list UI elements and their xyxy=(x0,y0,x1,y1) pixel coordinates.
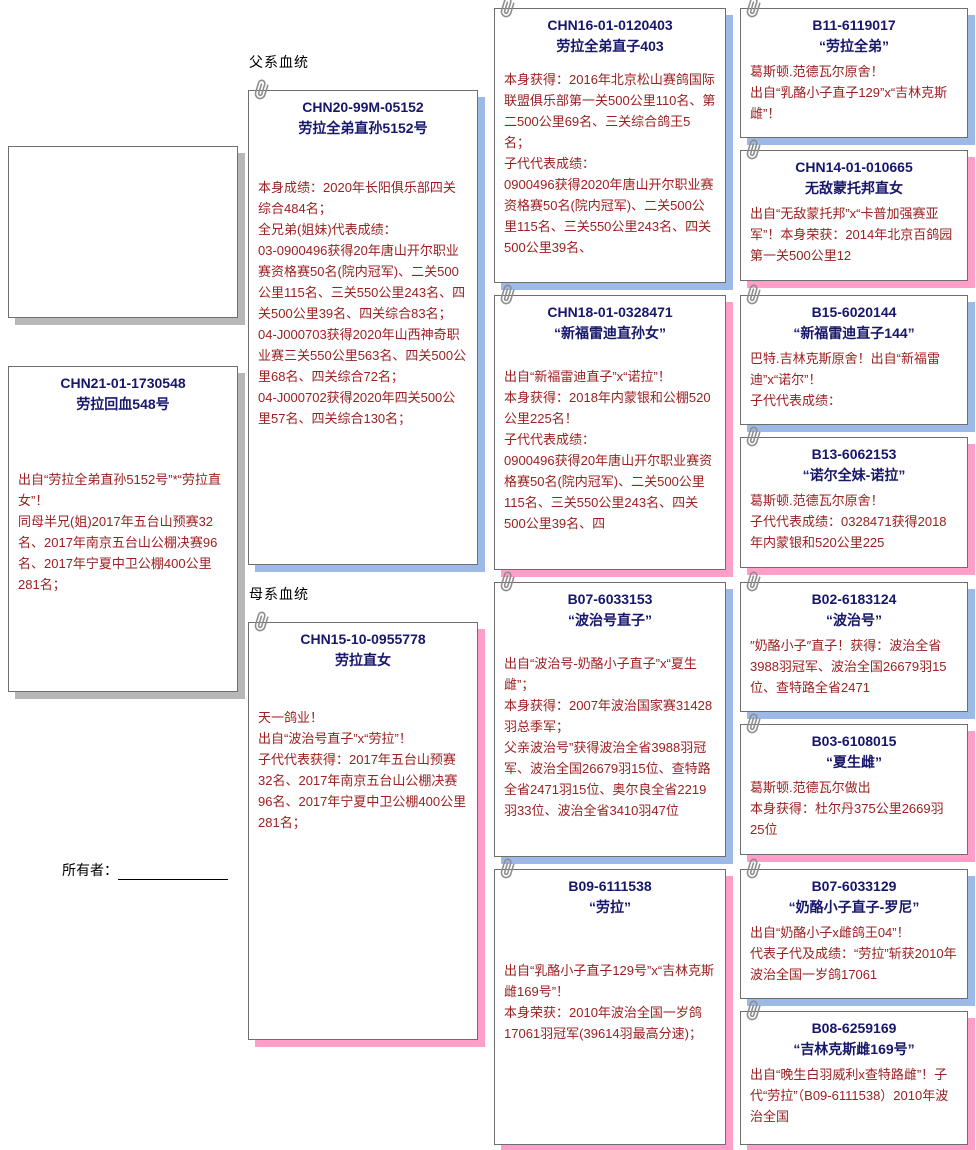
pigeon-name: “波治号直子” xyxy=(568,612,652,628)
sire-box: CHN20-99M-05152 劳拉全弟直孙5152号 本身成绩：2020年长阳… xyxy=(248,79,478,565)
pigeon-details: 出自“晚生白羽威利x查特路雌”！子代“劳拉”（B09-6111538）2010年… xyxy=(750,1067,949,1124)
pigeon-name: 无敌蒙托邦直女 xyxy=(805,180,903,196)
pigeon-ring-number: B07-6033129 xyxy=(811,878,897,894)
pigeon-ring-number: B15-6020144 xyxy=(811,304,897,320)
gen4-box-3: B15-6020144 “新福雷迪直子144” 巴特.吉林克斯原舍！出自“新福雷… xyxy=(740,284,968,425)
pigeon-name: 劳拉全弟直子403 xyxy=(556,38,664,54)
pigeon-details: 葛斯顿.范德瓦尔原舍！ 出自“乳酪小子直子129”x“吉林克斯雌”！ xyxy=(750,64,948,121)
dam-name: 劳拉直女 xyxy=(335,652,391,668)
pigeon-details: 出自“新福雷迪直子”x“诺拉”！ 本身获得：2018年内蒙银和公棚520公里22… xyxy=(504,369,713,531)
pigeon-ring-number: B02-6183124 xyxy=(811,591,897,607)
pigeon-name: “劳拉” xyxy=(589,899,631,915)
pigeon-ring-number: B08-6259169 xyxy=(811,1020,897,1036)
pigeon-ring-number: B07-6033153 xyxy=(567,591,653,607)
gen3-box-4: B09-6111538 “劳拉” 出自“乳酪小子直子129号”x“吉林克斯雌16… xyxy=(494,858,726,1145)
gen3-box-1: CHN16-01-0120403 劳拉全弟直子403 本身获得：2016年北京松… xyxy=(494,0,726,283)
pigeon-ring-number: B13-6062153 xyxy=(811,446,897,462)
pigeon-ring-number: B11-6119017 xyxy=(812,17,896,33)
subject-name: 劳拉回血548号 xyxy=(76,396,170,412)
gen4-box-6: B03-6108015 “夏生雌” 葛斯顿.范德瓦尔做出 本身获得：杜尔丹375… xyxy=(740,713,968,855)
gen4-box-5: B02-6183124 “波治号” ″奶酪小子″直子！获得：波治全省3988羽冠… xyxy=(740,571,968,712)
gen3-box-3: B07-6033153 “波治号直子” 出自“波治号-奶酪小子直子”x“夏生雌”… xyxy=(494,571,726,857)
gen3-box-2: CHN18-01-0328471 “新福雷迪直孙女” 出自“新福雷迪直子”x“诺… xyxy=(494,284,726,570)
pigeon-name: “夏生雌” xyxy=(826,754,882,770)
pigeon-name: “新福雷迪直子144” xyxy=(793,325,915,341)
gen4-box-7: B07-6033129 “奶酪小子直子-罗尼” 出自“奶酪小子x雌鸽王04”！ … xyxy=(740,858,968,999)
pigeon-details: 出自“波治号-奶酪小子直子”x“夏生雌”； 本身获得：2007年波治国家赛314… xyxy=(504,656,713,818)
pigeon-ring-number: CHN18-01-0328471 xyxy=(547,304,673,320)
pigeon-details: 葛斯顿.范德瓦尔做出 本身获得：杜尔丹375公里2669羽25位 xyxy=(750,780,944,837)
pigeon-name: “新福雷迪直孙女” xyxy=(554,325,666,341)
pigeon-details: 出自“奶酪小子x雌鸽王04”！ 代表子代及成绩：“劳拉”斩获2010年波治全国一… xyxy=(750,925,957,982)
pigeon-details: 本身获得：2016年北京松山赛鸽国际联盟俱乐部第一关500公里110名、第二50… xyxy=(504,72,716,255)
subject-box: CHN21-01-1730548 劳拉回血548号 出自“劳拉全弟直孙5152号… xyxy=(8,366,238,692)
pigeon-details: ″奶酪小子″直子！获得：波治全省3988羽冠军、波治全国26679羽15位、查特… xyxy=(750,638,947,695)
owner-blank-line xyxy=(118,865,228,880)
gen4-box-4: B13-6062153 “诺尔全妹-诺拉” 葛斯顿.范德瓦尔原舍！ 子代代表成绩… xyxy=(740,426,968,568)
subject-details: 出自“劳拉全弟直孙5152号”*“劳拉直女”！ 同母半兄(姐)2017年五台山预… xyxy=(18,472,221,592)
dam-details: 天一鸽业！ 出自“波治号直子”x“劳拉”！ 子代代表获得：2017年五台山预赛3… xyxy=(258,710,467,830)
sire-details: 本身成绩：2020年长阳俱乐部四关综合484名； 全兄弟(姐妹)代表成绩： 03… xyxy=(258,180,467,426)
pigeon-name: “吉林克斯雌169号” xyxy=(793,1041,915,1057)
pigeon-details: 巴特.吉林克斯原舍！出自“新福雷迪”x“诺尔”！ 子代代表成绩： xyxy=(750,351,940,408)
pigeon-details: 出自“乳酪小子直子129号”x“吉林克斯雌169号”！ 本身荣获：2010年波治… xyxy=(504,963,715,1041)
dam-box: CHN15-10-0955778 劳拉直女 天一鸽业！ 出自“波治号直子”x“劳… xyxy=(248,611,478,1040)
pigeon-ring-number: CHN16-01-0120403 xyxy=(547,17,673,33)
gen4-box-1: B11-6119017 “劳拉全弟” 葛斯顿.范德瓦尔原舍！ 出自“乳酪小子直子… xyxy=(740,0,968,138)
empty-box xyxy=(8,146,238,318)
gen4-box-8: B08-6259169 “吉林克斯雌169号” 出自“晚生白羽威利x查特路雌”！… xyxy=(740,1000,968,1145)
sire-ring-number: CHN20-99M-05152 xyxy=(302,99,424,115)
pigeon-ring-number: CHN14-01-010665 xyxy=(795,159,913,175)
subject-ring-number: CHN21-01-1730548 xyxy=(60,375,186,391)
pigeon-ring-number: B09-6111538 xyxy=(568,878,652,894)
pigeon-ring-number: B03-6108015 xyxy=(811,733,897,749)
pigeon-name: “波治号” xyxy=(826,612,882,628)
pigeon-name: “诺尔全妹-诺拉” xyxy=(802,467,906,483)
pigeon-details: 出自“无敌蒙托邦”x“卡普加强赛亚军”！本身荣获：2014年北京百鸽园第一关50… xyxy=(750,206,953,263)
pigeon-name: “奶酪小子直子-罗尼” xyxy=(788,899,920,915)
dam-ring-number: CHN15-10-0955778 xyxy=(300,631,426,647)
owner-label: 所有者： xyxy=(62,862,118,878)
paternal-branch-label: 父系血统 xyxy=(249,54,309,70)
sire-name: 劳拉全弟直孙5152号 xyxy=(298,120,428,136)
gen4-box-2: CHN14-01-010665 无敌蒙托邦直女 出自“无敌蒙托邦”x“卡普加强赛… xyxy=(740,139,968,281)
owner-row: 所有者： xyxy=(62,860,228,880)
pigeon-details: 葛斯顿.范德瓦尔原舍！ 子代代表成绩：0328471获得2018年内蒙银和520… xyxy=(750,493,947,550)
pigeon-name: “劳拉全弟” xyxy=(819,38,889,54)
maternal-branch-label: 母系血统 xyxy=(249,586,309,602)
